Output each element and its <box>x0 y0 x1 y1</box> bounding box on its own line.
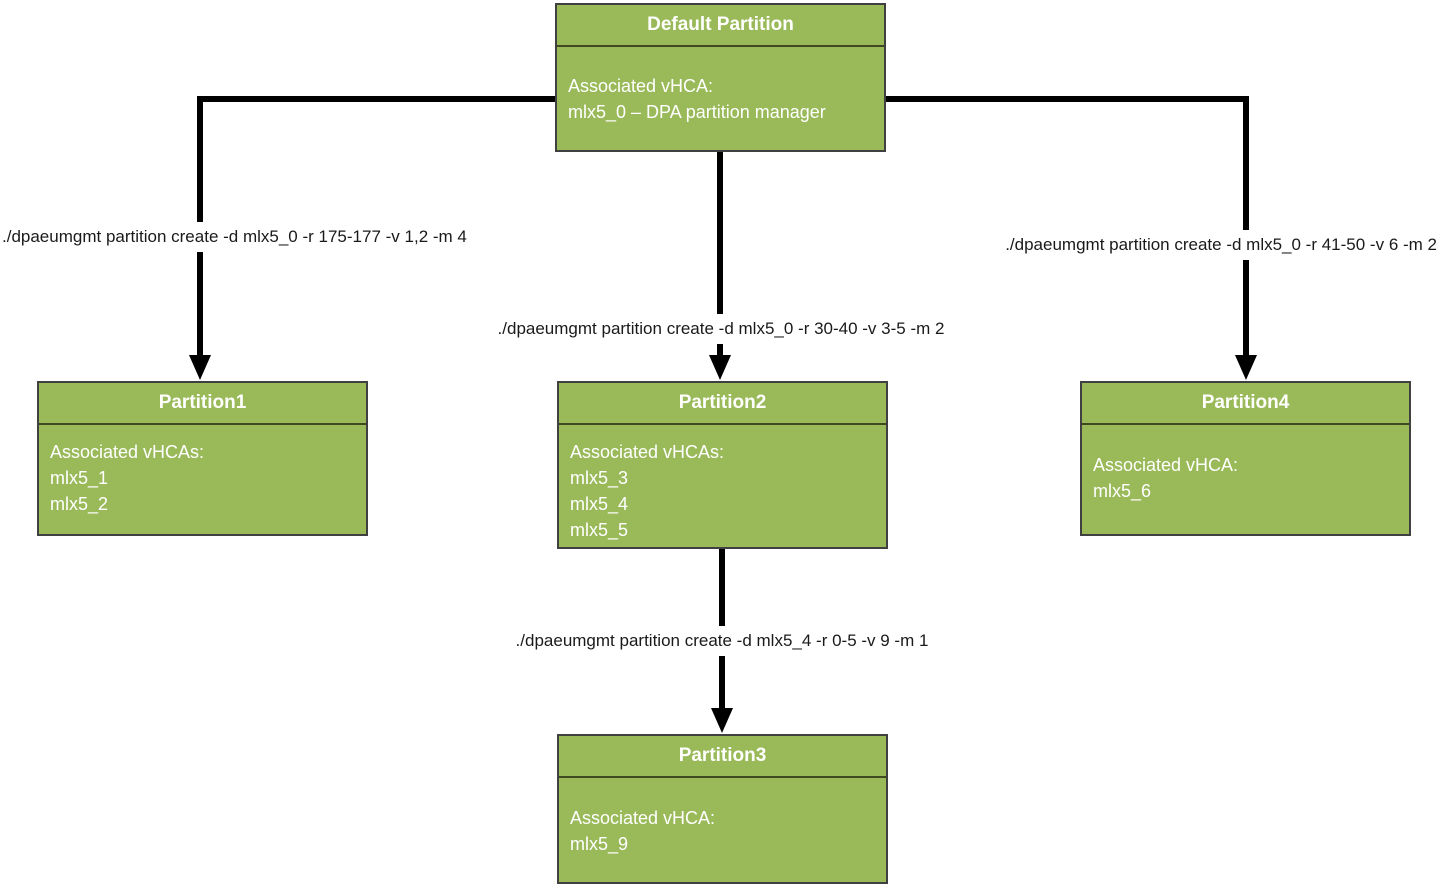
command-label-partition1: ./dpaeumgmt partition create -d mlx5_0 -… <box>0 222 469 252</box>
connector-default-to-partition2 <box>709 150 731 380</box>
command-label-partition3: ./dpaeumgmt partition create -d mlx5_4 -… <box>513 626 931 656</box>
arrowhead-partition3 <box>711 708 733 733</box>
node-default-partition: Default Partition Associated vHCA: mlx5_… <box>555 3 886 152</box>
command-label-partition4: ./dpaeumgmt partition create -d mlx5_0 -… <box>1003 230 1439 260</box>
node-partition4: Partition4 Associated vHCA: mlx5_6 <box>1080 381 1411 536</box>
arrowhead-partition2 <box>709 355 731 380</box>
node-partition2: Partition2 Associated vHCAs: mlx5_3 mlx5… <box>557 381 888 549</box>
node-title: Partition4 <box>1082 383 1409 425</box>
node-body: Associated vHCA: mlx5_6 <box>1093 455 1239 501</box>
node-title: Partition1 <box>39 383 366 425</box>
arrowhead-partition4 <box>1235 355 1257 380</box>
node-body: Associated vHCA: mlx5_9 <box>570 808 716 854</box>
node-body: Associated vHCA: mlx5_0 – DPA partition … <box>568 76 826 122</box>
connector-default-to-partition4 <box>884 96 1257 380</box>
node-partition3: Partition3 Associated vHCA: mlx5_9 <box>557 734 888 884</box>
arrowhead-partition1 <box>189 355 211 380</box>
command-label-partition2: ./dpaeumgmt partition create -d mlx5_0 -… <box>495 314 947 344</box>
connector-default-to-partition1 <box>189 96 557 380</box>
node-title: Partition3 <box>559 736 886 778</box>
node-title: Default Partition <box>557 5 884 47</box>
node-title: Partition2 <box>559 383 886 425</box>
node-body: Associated vHCAs: mlx5_1 mlx5_2 <box>50 442 205 514</box>
node-partition1: Partition1 Associated vHCAs: mlx5_1 mlx5… <box>37 381 368 536</box>
node-body: Associated vHCAs: mlx5_3 mlx5_4 mlx5_5 <box>570 442 725 540</box>
